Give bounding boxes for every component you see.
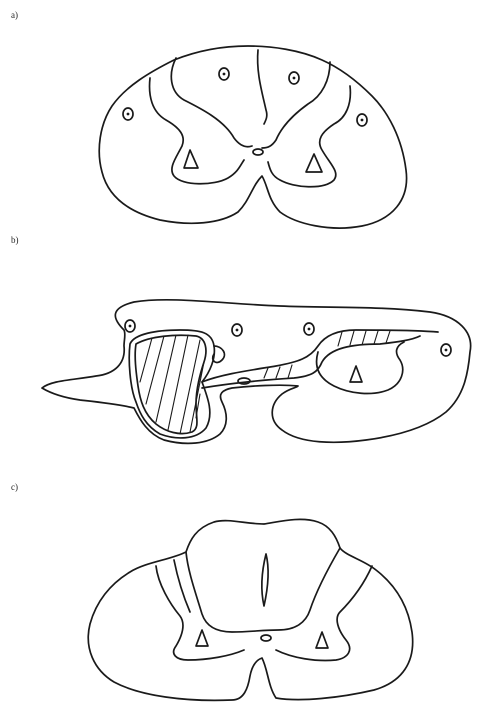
section-a [99, 46, 406, 228]
section-a-triangle-marker [306, 154, 322, 172]
section-b-marker-dot [129, 325, 132, 328]
section-b-central-bridge [202, 330, 438, 388]
section-a-marker-dot [127, 113, 130, 116]
section-b-triangle-marker [350, 366, 362, 382]
section-c-right-grey-boundary [276, 566, 372, 661]
section-c-triangle-marker [196, 630, 208, 646]
section-b-marker-dot [445, 349, 448, 352]
section-a-marker-dot [293, 77, 296, 80]
section-c-dorsal-column-boundary [186, 548, 340, 632]
section-a-triangle-marker [184, 150, 198, 168]
section-a-marker-dot [361, 119, 364, 122]
section-b-hatching [140, 335, 204, 434]
section-c-triangle-marker [316, 632, 328, 648]
section-b-outer-contour [42, 300, 471, 444]
section-c-outer-contour [88, 519, 412, 700]
section-b-marker-dot [308, 328, 311, 331]
section-b [42, 300, 471, 444]
section-b-right-grey-boundary [317, 342, 404, 393]
section-a-right-grey-boundary [262, 62, 350, 187]
section-a-central-canal [253, 149, 263, 155]
section-a-left-grey-boundary [150, 58, 252, 184]
section-b-marker-dot [236, 329, 239, 332]
section-c-central-canal [261, 635, 271, 641]
section-a-marker-dot [223, 73, 226, 76]
section-a-dorsal-fissure [258, 50, 267, 124]
section-c [88, 519, 412, 700]
section-a-outer-contour [99, 46, 406, 228]
section-c-dorsal-median-slit [262, 554, 268, 606]
